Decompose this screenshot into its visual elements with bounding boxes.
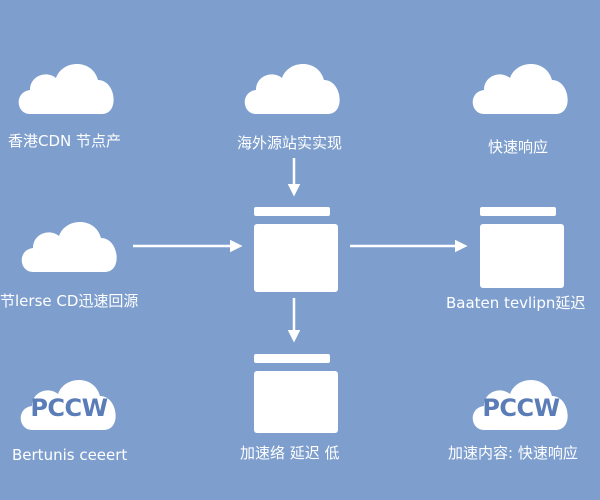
cloud-icon bbox=[466, 54, 576, 118]
node-label-bottom-right: 加速内容: 快速响应 bbox=[448, 444, 578, 462]
cloud-icon bbox=[12, 54, 122, 118]
node-label-bottom-left: Bertunis ceeert bbox=[12, 446, 128, 464]
node-label-mid-right: Baaten tevlipn延迟 bbox=[446, 294, 586, 312]
pccw-logo-text: PCCW bbox=[30, 394, 108, 422]
cloud-icon bbox=[238, 54, 348, 118]
cloud-icon bbox=[15, 212, 125, 276]
pccw-logo-text: PCCW bbox=[482, 394, 560, 422]
node-label-top-right: 快速响应 bbox=[488, 138, 549, 156]
node-label-bottom-center: 加速络 延迟 低 bbox=[240, 444, 340, 462]
node-label-mid-left: 节lerse CD迅速回源 bbox=[0, 292, 139, 310]
node-label-top-center: 海外源站实实现 bbox=[237, 134, 343, 152]
node-label-top-left: 香港CDN 节点产 bbox=[8, 132, 122, 150]
pccw-cloud-logo: PCCW bbox=[14, 370, 124, 434]
pccw-cloud-logo: PCCW bbox=[466, 370, 576, 434]
